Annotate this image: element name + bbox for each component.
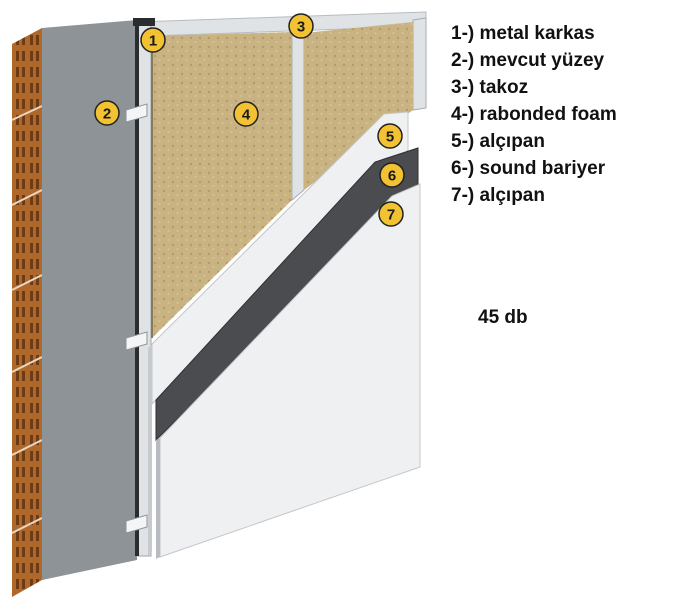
brick-courses [11, 105, 43, 534]
brick-wall [11, 20, 137, 597]
legend-item-sound-bariyer: 6-) sound bariyer [451, 158, 606, 179]
badge-1-label: 1 [149, 33, 157, 50]
plasterboard-inner-edge [148, 344, 152, 556]
plaster-layer [42, 20, 137, 580]
badge-5-circle [377, 123, 403, 149]
board-layers [148, 111, 421, 559]
badge-3-circle [288, 13, 314, 39]
foam-right-bay [304, 22, 413, 190]
badge-6: 6 [379, 162, 405, 188]
badge-7-label: 7 [387, 207, 395, 224]
badge-3-label: 3 [297, 19, 305, 36]
clip-upper [125, 103, 148, 123]
plasterboard-outer-edge [156, 438, 160, 559]
badge-2-circle [94, 100, 120, 126]
legend-item-metal-karkas: 1-) metal karkas [451, 23, 595, 44]
metal-frame-right-stud [412, 17, 427, 111]
badge-2: 2 [94, 100, 120, 126]
brick-wall-face [12, 28, 42, 597]
badge-1: 1 [140, 27, 166, 53]
badge-1-circle [140, 27, 166, 53]
badge-4-label: 4 [242, 107, 251, 124]
badge-7-circle [378, 201, 404, 227]
badge-7: 7 [378, 201, 404, 227]
frame-clip-top [133, 18, 155, 26]
sound-rating: 45 db [478, 307, 528, 328]
badge-4: 4 [233, 101, 259, 127]
badge-5: 5 [377, 123, 403, 149]
badge-6-label: 6 [388, 168, 396, 185]
legend-item-alcipan-inner: 5-) alçıpan [451, 131, 545, 152]
badge-5-label: 5 [386, 129, 394, 146]
wall-clips [125, 103, 148, 534]
badge-2-label: 2 [103, 106, 111, 123]
legend-item-takoz: 3-) takoz [451, 77, 529, 98]
clip-middle [125, 331, 148, 351]
badge-4-circle [233, 101, 259, 127]
clip-lower [125, 514, 148, 534]
badge-3: 3 [288, 13, 314, 39]
legend-item-mevcut-yuzey: 2-) mevcut yüzey [451, 50, 605, 71]
metal-frame-dark-edge [135, 22, 139, 556]
badge-6-circle [379, 162, 405, 188]
legend-item-rabonded-foam: 4-) rabonded foam [451, 104, 617, 125]
sound-barrier-layer [155, 147, 419, 442]
legend-item-alcipan-outer: 7-) alçıpan [451, 185, 545, 206]
metal-frame-middle-stud [291, 32, 305, 202]
legend-list: 1-) metal karkas 2-) mevcut yüzey 3-) ta… [451, 20, 617, 209]
